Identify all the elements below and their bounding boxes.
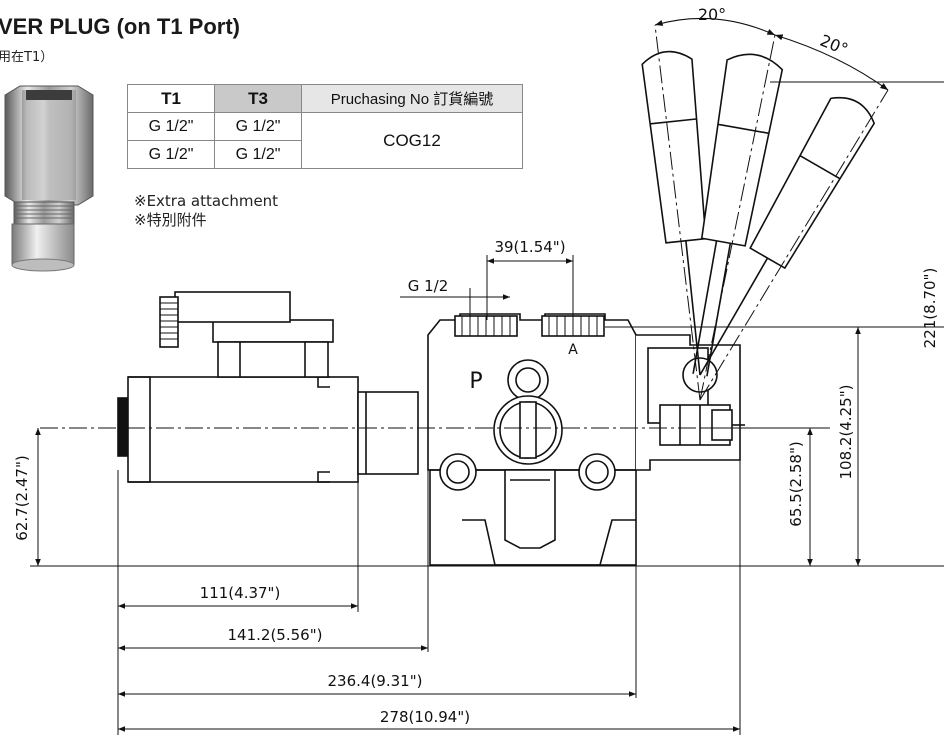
cell-t1-row2: G 1/2" [127,140,215,169]
page-title: VER PLUG (on T1 Port) [0,14,240,39]
angle-marks [654,17,944,91]
dim-111: 111(4.37") [200,584,281,602]
dim-627: 62.7(2.47") [13,455,31,540]
header-t3: T3 [214,84,302,113]
cell-t1-row1: G 1/2" [127,112,215,141]
port-p-label: P [469,369,482,394]
spec-table: T1 T3 Pruchasing No 訂貨編號 G 1/2" G 1/2" C… [127,84,523,169]
dim-655: 65.5(2.58") [787,441,805,526]
note-english: ※Extra attachment [134,192,279,210]
note-chinese: ※特別附件 [134,211,207,229]
dimension-lines [30,255,944,735]
solenoid-valve [117,291,419,483]
header-purchase-no: Pruchasing No 訂貨編號 [301,84,523,113]
angle-label-left: 20° [698,5,726,24]
angle-label-right: 20° [817,31,850,59]
dim-108: 108.2(4.25") [837,385,855,480]
purchase-number: COG12 [301,112,523,169]
attachment-note: ※Extra attachment ※特別附件 [134,192,278,230]
dim-g12: G 1/2 [408,277,449,295]
dim-221: 221(8.70") [921,268,939,349]
dim-1412: 141.2(5.56") [228,626,323,644]
page-subtitle: 用在T1） [0,50,54,65]
lever-right [699,96,876,376]
centerlines [40,24,889,429]
header-t1: T1 [127,84,215,113]
port-a-label: A [568,342,578,358]
cell-t3-row2: G 1/2" [214,140,302,169]
dim-2364: 236.4(9.31") [328,672,423,690]
dim-278: 278(10.94") [380,708,470,726]
dim-39: 39(1.54") [494,238,565,256]
plug-photo [4,85,94,272]
cell-t3-row1: G 1/2" [214,112,302,141]
